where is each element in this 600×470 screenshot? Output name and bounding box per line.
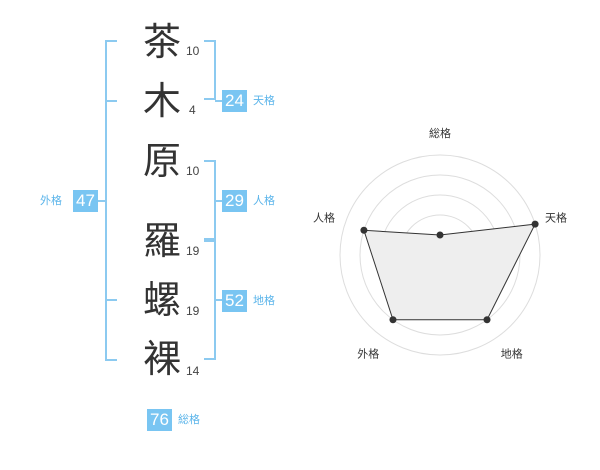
radar-point-5 <box>360 226 368 234</box>
character-2: 木 <box>142 79 181 123</box>
chikaku-label: 地格 <box>253 294 275 307</box>
radar-axis-label-4: 外格 <box>357 347 379 361</box>
chikaku-value-badge: 52 <box>222 290 247 312</box>
stroke-count-5: 19 <box>186 304 200 318</box>
radar-ring <box>339 154 541 356</box>
bracket-tick <box>105 100 117 102</box>
tenkaku-bracket <box>204 40 216 100</box>
radar-axis-label-1: 総格 <box>429 126 451 140</box>
character-6: 裸 <box>142 337 181 381</box>
soukaku-value-badge: 76 <box>147 409 172 431</box>
jinkaku-value-badge: 29 <box>222 190 247 212</box>
radar-polygon <box>363 223 536 321</box>
radar-point-3 <box>483 316 491 324</box>
tenkaku-label: 天格 <box>253 94 275 107</box>
tenkaku-value-badge: 24 <box>222 90 247 112</box>
gaikaku-value-badge: 47 <box>73 190 98 212</box>
bracket-connector <box>215 100 223 102</box>
bracket-connector <box>215 200 223 202</box>
radar-points <box>360 220 539 324</box>
radar-point-4 <box>389 316 397 324</box>
radar-axis-label-3: 地格 <box>501 347 523 361</box>
radar-axis-label-5: 人格 <box>313 210 335 224</box>
radar-point-1 <box>436 231 444 239</box>
bracket-tick <box>105 299 117 301</box>
stroke-count-2: 4 <box>189 103 196 117</box>
gaikaku-bracket <box>105 40 117 361</box>
stroke-count-3: 10 <box>186 164 200 178</box>
bracket-connector <box>215 299 223 301</box>
soukaku-label: 総格 <box>178 413 200 426</box>
character-3: 原 <box>142 139 181 183</box>
radar-axis-label-2: 天格 <box>545 210 567 224</box>
stroke-count-4: 19 <box>186 244 200 258</box>
character-4: 羅 <box>142 219 181 263</box>
gaikaku-label: 外格 <box>40 194 62 207</box>
stroke-count-6: 14 <box>186 364 200 378</box>
character-1: 茶 <box>142 20 181 64</box>
character-5: 螺 <box>142 278 181 322</box>
bracket-connector <box>98 200 106 202</box>
stroke-count-1: 10 <box>186 44 200 58</box>
jinkaku-label: 人格 <box>253 194 275 207</box>
radar-point-2 <box>531 220 539 228</box>
